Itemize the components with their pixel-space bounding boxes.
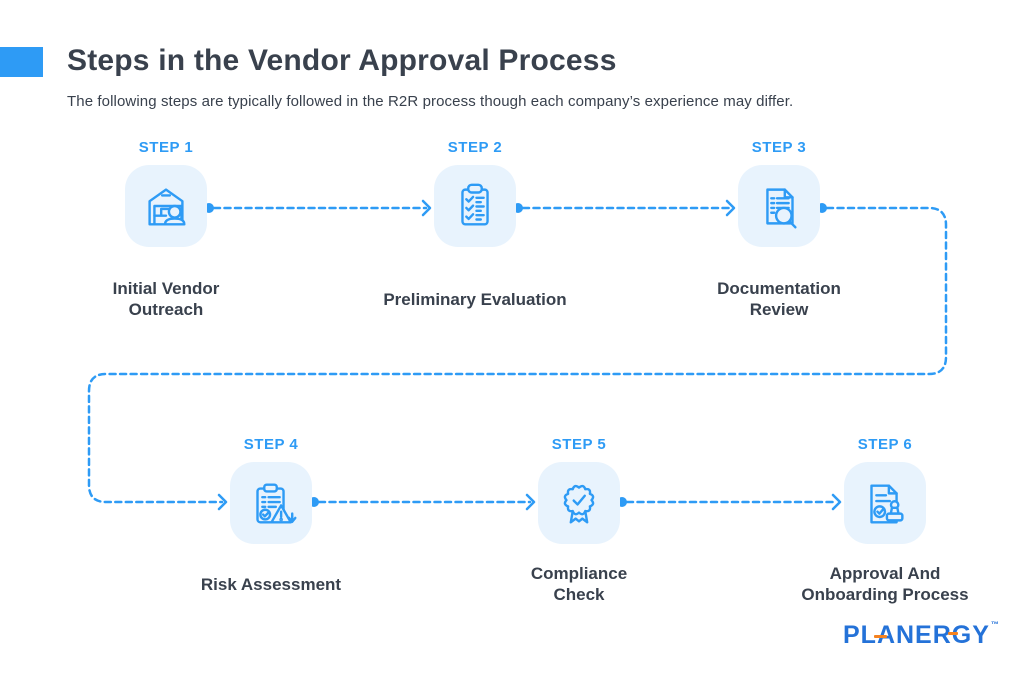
warehouse-vendor-icon — [148, 188, 186, 226]
arrowhead-step6 — [831, 493, 842, 511]
title-accent-bar — [0, 47, 43, 77]
step-3-caption: Documentation Review — [717, 279, 841, 319]
approval-stamp-icon — [870, 484, 904, 524]
arrowhead-step5 — [525, 493, 536, 511]
planergy-logo-text: PLANERGY — [843, 621, 990, 649]
risk-warning-clipboard-icon — [256, 483, 297, 524]
step-5-tile — [538, 462, 620, 544]
step-6-caption: Approval And Onboarding Process — [801, 564, 969, 604]
step-4-caption: Risk Assessment — [200, 574, 342, 594]
step-3-label: STEP 3 — [751, 139, 807, 156]
arrowhead-step3 — [725, 199, 736, 217]
page-title: Steps in the Vendor Approval Process — [67, 44, 617, 77]
step-4-label: STEP 4 — [243, 436, 299, 453]
step-5-label: STEP 5 — [551, 436, 607, 453]
step-3-tile — [738, 165, 820, 247]
connector-step3-step4 — [87, 206, 948, 504]
planergy-logo: PLANERGY™ — [843, 620, 1000, 650]
step-5-caption: Compliance Check — [530, 564, 628, 604]
arrowhead-step4 — [217, 493, 228, 511]
step-1-caption: Initial Vendor Outreach — [112, 279, 220, 319]
page-subtitle: The following steps are typically follow… — [67, 93, 794, 110]
step-2-tile — [434, 165, 516, 247]
step-2-caption: Preliminary Evaluation — [383, 289, 567, 309]
compliance-badge-icon — [563, 484, 595, 524]
step-4-tile — [230, 462, 312, 544]
trademark-symbol: ™ — [990, 620, 1000, 629]
step-6-tile — [844, 462, 926, 544]
logo-accent-g — [948, 632, 958, 636]
step-2-label: STEP 2 — [447, 139, 503, 156]
checklist-clipboard-icon — [461, 183, 489, 226]
document-magnifier-icon — [766, 188, 797, 229]
arrowhead-step2 — [421, 199, 432, 217]
logo-accent-a — [874, 635, 887, 639]
step-1-tile — [125, 165, 207, 247]
step-1-label: STEP 1 — [138, 139, 194, 156]
step-6-label: STEP 6 — [857, 436, 913, 453]
